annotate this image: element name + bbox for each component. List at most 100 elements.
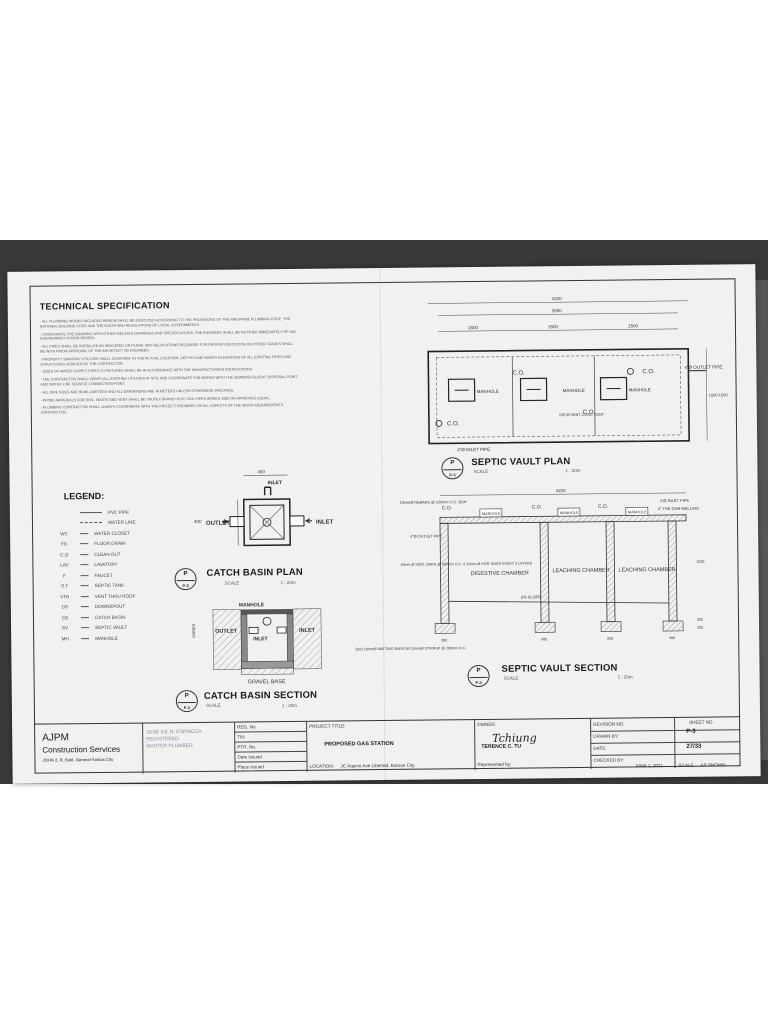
legend-desc: WATER CLOSET	[94, 530, 130, 536]
legend-dash	[80, 585, 89, 587]
cb-plan-dim-left: 400	[194, 519, 202, 524]
legend-desc: CATCH BASIN	[94, 614, 126, 620]
svp-manhole-2: MANHOLE	[563, 388, 585, 393]
svs-chamber-3: LEACHING CHAMBER	[618, 567, 675, 574]
cb-plan-inlet-right: INLET	[316, 520, 334, 526]
legend-dash	[81, 627, 90, 629]
svs-inlet-pipe: 4"Ø INLET PIPE	[660, 498, 690, 503]
tb-divider	[142, 723, 144, 774]
legend-abbr: WC	[60, 531, 68, 537]
svp-co-1: C.O.	[512, 371, 525, 377]
legend-desc: PVC PIPE	[107, 509, 130, 515]
legend-dash	[80, 616, 89, 618]
spec-note: - COORDINATE THE DRAWING WITH OTHER RELA…	[39, 329, 297, 341]
firm-name: AJPM	[42, 732, 69, 744]
tb-date-issued: Date Issued	[237, 754, 262, 760]
cb-plan-outlet: OUTLET	[206, 521, 230, 527]
svp-dim-total: 4200	[552, 296, 563, 301]
tb-ptr-no: PTR. No.	[237, 744, 257, 750]
firm-subtitle: Construction Services	[42, 744, 121, 755]
spec-note: - THE CONTRACTOR SHALL VERIFY ALL EXISTI…	[40, 375, 298, 387]
svs-scale: 1 : 20m	[617, 674, 633, 680]
svp-outlet-pipe: 4"Ø OUTLET PIPE	[684, 364, 722, 369]
legend-desc: DOWNSPOUT	[94, 603, 126, 610]
tb-date-value: JUNE 1, 2021	[634, 763, 664, 769]
svs-slope: 2% SLOPE	[521, 594, 542, 599]
tb-tin: TIN	[237, 734, 245, 740]
spec-note: - ALL PLUMBING WORKS INCLUDED HEREIN SHA…	[39, 316, 291, 329]
tb-divider	[590, 741, 741, 744]
svs-bars-note: 10mm Ø VERT. BARS @ 400mm O.C. & 10mm Ø …	[400, 561, 532, 566]
legend-desc: CLEAN OUT	[94, 551, 121, 557]
svp-inlet-pipe: 4"Ø INLET PIPE	[457, 447, 490, 452]
title-block: AJPM Construction Services JOHN 2, R. Bu…	[34, 716, 741, 774]
tb-divider	[590, 753, 741, 756]
legend-dash	[80, 595, 89, 597]
svp-co-2: C.O.	[642, 369, 655, 375]
svs-chamber-1: DIGESTIVE CHAMBER	[470, 570, 528, 577]
svs-outlet-pipe: 4"Ø OUTLET PIPE	[410, 534, 443, 538]
tb-checked-by: CHECKED BY:	[593, 757, 625, 763]
cb-section-inlet-right: INLET	[299, 628, 316, 634]
tb-location-label: LOCATION:	[309, 763, 334, 769]
tb-divider	[234, 722, 236, 773]
legend-dash	[80, 543, 89, 545]
cb-plan-dim-top: 400	[257, 469, 265, 474]
pvc-pipe-symbol	[79, 511, 102, 513]
svs-dim-e: 300	[697, 618, 703, 622]
svp-side-dim-1: 1500	[709, 392, 719, 397]
sheet-number: P-3	[686, 728, 696, 735]
svs-dim-a: 300	[441, 638, 447, 642]
svp-manhole-1: MANHOLE	[477, 389, 499, 394]
legend-abbr: VTR	[60, 594, 70, 600]
svs-dim-c: 600	[607, 637, 613, 641]
legend-dash	[80, 574, 89, 576]
catch-basin-plan-drawing: 400 INLET OUTLET INLET 400	[194, 469, 334, 547]
tb-owner-label: OWNER:	[477, 721, 497, 728]
svp-title: SEPTIC VAULT PLAN	[471, 456, 571, 469]
tb-divider	[474, 720, 476, 771]
tb-divider	[234, 740, 307, 743]
legend-dash	[81, 637, 90, 639]
svp-dim-1: 1500	[468, 325, 479, 330]
tb-divider	[306, 721, 308, 772]
septic-vault-section-drawing: 4200 10mmØ REBARS @ 150mm O.C. BLW 4"Ø I…	[355, 488, 704, 651]
cb-section-inlet-left: INLET	[253, 636, 268, 642]
cb-plan-inlet-top: INLET	[268, 480, 283, 486]
cb-section-scale-label: SCALE	[205, 702, 221, 708]
svp-dim-2: 1500	[548, 324, 559, 329]
svs-footing-note: 2pcs 10mmØ MATTING BARS W/ 10mmØ STIRRUP…	[355, 646, 466, 651]
legend-title: LEGEND:	[63, 490, 105, 502]
svs-manhole-3: MANHOLE	[628, 510, 647, 514]
tb-divider	[234, 750, 307, 753]
owner-name: TERENCE C. TU	[481, 743, 522, 750]
cb-section-gravel: GRAVEL BASE	[248, 679, 286, 685]
legend-abbr: S.T	[61, 583, 69, 589]
tb-date: DATE:	[593, 745, 607, 751]
septic-vault-plan-drawing: 4200 3900 1500 1500 1500 MANHOLE MANHOLE…	[427, 296, 728, 452]
legend-abbr: MH	[61, 636, 69, 642]
spec-note: - PLUMBING CONTRACTOR SHALL ALWAYS COORD…	[40, 403, 284, 415]
legend-abbr: LAV	[60, 562, 69, 568]
svp-co-3: C.O.	[447, 421, 460, 427]
catch-basin-section-drawing: MANHOLE OUTLET INLET INLET GRAVEL BASE V…	[191, 602, 322, 685]
sheet-count: 27/33	[686, 743, 702, 750]
drawing-sheet: TECHNICAL SPECIFICATION - ALL PLUMBING W…	[7, 264, 761, 784]
legend-dash	[80, 553, 89, 555]
cb-section-scale: 1 : 20m	[281, 702, 297, 709]
svs-dim-top: 4200	[556, 488, 567, 493]
legend-abbr: C.O	[60, 552, 69, 558]
cb-section-title: CATCH BASIN SECTION	[203, 689, 318, 702]
svs-rebars: 10mmØ REBARS @ 150mm O.C. BLW	[400, 500, 467, 505]
legend-dash	[80, 564, 89, 566]
project-name: PROPOSED GAS STATION	[324, 740, 394, 748]
plumber-stamp: JOSE GIL N. ESPINOZA REGISTERED MASTER P…	[146, 729, 232, 766]
svp-manhole-3: MANHOLE	[629, 387, 651, 392]
legend-desc: SEPTIC TANK	[94, 582, 125, 589]
cb-section-varies: VARIES	[191, 623, 196, 638]
